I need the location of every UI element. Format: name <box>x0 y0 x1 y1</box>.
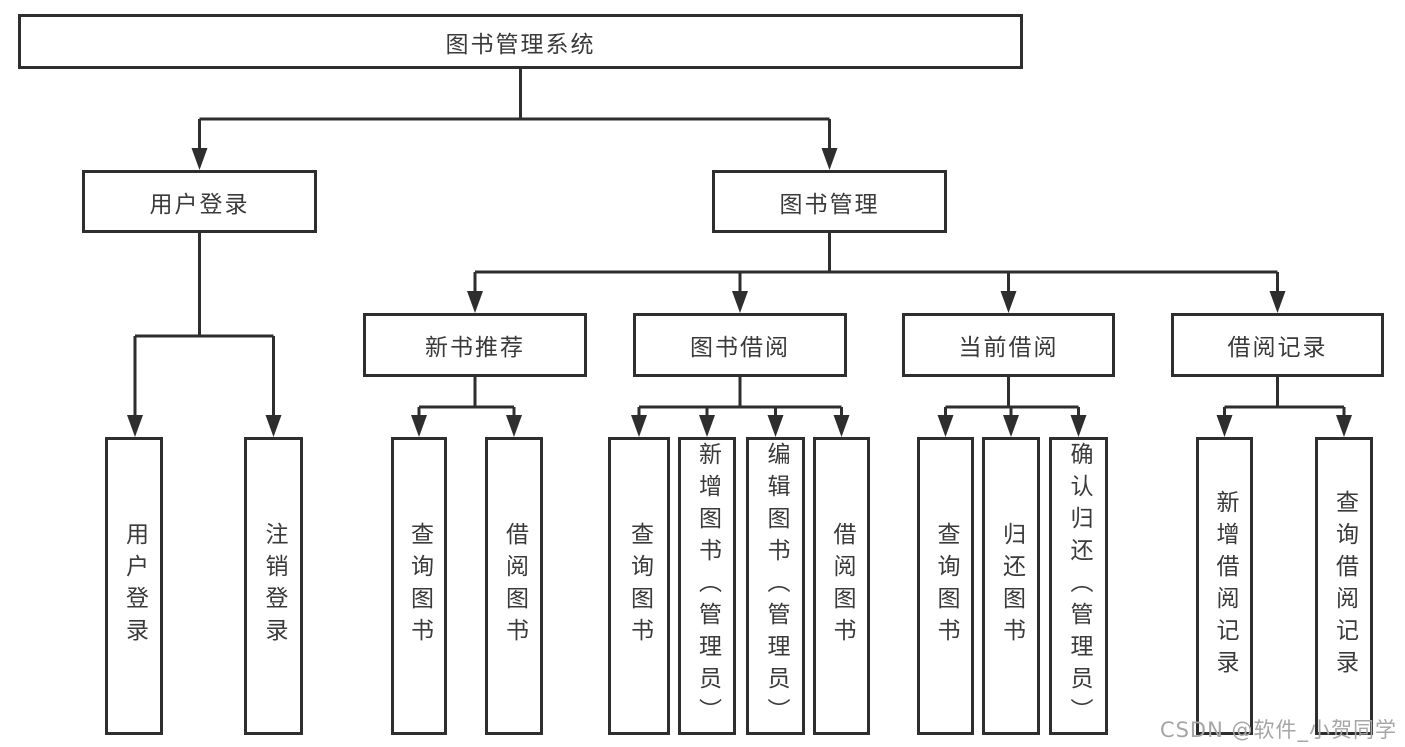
leaf-edit-book-admin: 编辑图书（管理员） <box>746 437 805 735</box>
leaf-borrow-query-book: 查询图书 <box>608 437 670 735</box>
leaf-logout: 注销登录 <box>244 437 303 735</box>
leaf-recommend-query-book: 查询图书 <box>391 437 447 735</box>
csdn-watermark: CSDN @软件_小贺同学 <box>1159 718 1397 742</box>
leaf-query-borrow-record: 查询借阅记录 <box>1315 437 1373 735</box>
leaf-user-login: 用户登录 <box>105 437 163 735</box>
leaf-borrow-book: 借阅图书 <box>813 437 870 735</box>
leaf-add-book-admin: 新增图书（管理员） <box>678 437 736 735</box>
leaf-add-borrow-record: 新增借阅记录 <box>1196 437 1253 735</box>
node-book-management: 图书管理 <box>712 170 947 233</box>
node-library-management-system: 图书管理系统 <box>18 14 1023 69</box>
node-current-borrow: 当前借阅 <box>902 313 1115 377</box>
leaf-return-book: 归还图书 <box>982 437 1040 735</box>
node-book-borrow: 图书借阅 <box>633 313 847 377</box>
leaf-recommend-borrow-book: 借阅图书 <box>485 437 543 735</box>
leaf-confirm-return-admin: 确认归还（管理员） <box>1049 437 1108 735</box>
node-user-login: 用户登录 <box>82 170 317 233</box>
node-new-book-recommend: 新书推荐 <box>363 313 587 377</box>
node-borrow-records: 借阅记录 <box>1171 313 1384 377</box>
leaf-current-query-book: 查询图书 <box>917 437 974 735</box>
